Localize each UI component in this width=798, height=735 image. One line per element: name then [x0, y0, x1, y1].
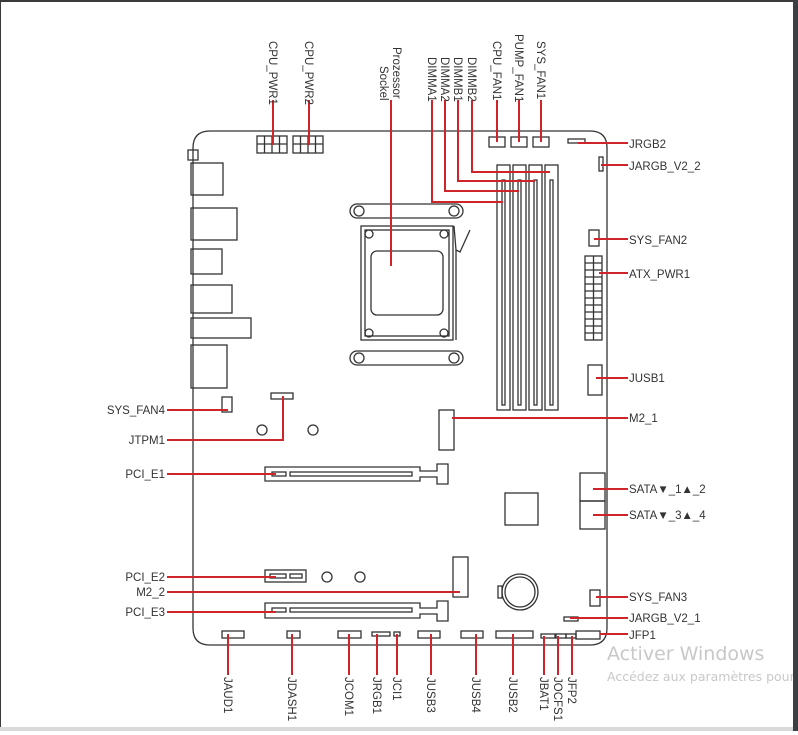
mount-hole — [256, 424, 268, 436]
jaud1-header — [221, 630, 245, 639]
label-sys-fan4: SYS_FAN4 — [107, 405, 166, 417]
label-jcom1: JCOM1 — [342, 677, 354, 716]
label-cpu-pwr2: CPU_PWR2 — [302, 41, 314, 105]
sata-1-2-connector — [579, 472, 606, 502]
activate-windows-subtitle: Accédez aux paramètres pour activer Wind… — [607, 669, 793, 684]
label-dimma2: DIMMA2 — [438, 57, 450, 102]
cpu-socket — [349, 203, 471, 366]
label-dimmb1: DIMMB1 — [451, 57, 463, 102]
jdash1-header — [286, 630, 301, 639]
rear-io-block — [190, 284, 233, 314]
label-pci-e1: PCI_E1 — [125, 469, 165, 481]
left-labels: SYS_FAN4 JTPM1 PCI_E1 PCI_E2 M2_2 PCI_E3 — [107, 405, 166, 619]
jusb1-connector — [587, 364, 603, 396]
label-jusb2: JUSB2 — [506, 677, 518, 713]
label-m2-1: M2_1 — [629, 413, 658, 425]
label-jusb3: JUSB3 — [424, 677, 436, 713]
label-sockel: Sockel — [377, 66, 389, 101]
rear-io-block — [190, 248, 223, 275]
cmos-battery — [497, 573, 539, 611]
label-pci-e3: PCI_E3 — [125, 607, 165, 619]
window-border-top — [0, 0, 798, 2]
label-jargb-v2-1: JARGB_V2_1 — [629, 613, 701, 625]
jbat1-header — [540, 633, 556, 639]
m2-1-slot — [438, 409, 455, 451]
sys-fan4-header — [221, 396, 233, 413]
label-dimmb2: DIMMB2 — [465, 57, 477, 102]
label-sata-1-2: SATA▼_1▲_2 — [629, 484, 706, 496]
label-sys-fan1: SYS_FAN1 — [534, 41, 546, 99]
mount-hole — [307, 424, 319, 436]
right-labels: JRGB2 JARGB_V2_2 SYS_FAN2 ATX_PWR1 JUSB1… — [629, 139, 706, 642]
label-sys-fan3: SYS_FAN3 — [629, 592, 687, 604]
label-sata-3-4: SATA▼_3▲_4 — [629, 510, 706, 522]
jrgb2-header — [567, 138, 586, 144]
chipset — [504, 492, 539, 526]
rear-io-block — [190, 344, 228, 389]
jusb4-header — [460, 630, 484, 639]
leader-lines — [167, 100, 628, 675]
io-notch — [187, 149, 199, 161]
window-border-right — [793, 0, 798, 731]
label-jusb1: JUSB1 — [629, 373, 665, 385]
rear-io-block — [190, 317, 252, 339]
label-jfp2: JFP2 — [565, 677, 577, 704]
activate-windows-title: Activer Windows — [607, 643, 765, 665]
label-prozessor: Prozessor — [390, 47, 402, 99]
label-atx-pwr1: ATX_PWR1 — [629, 269, 690, 281]
dimm-slots — [496, 164, 559, 411]
jfp1-header — [575, 630, 601, 640]
label-jaud1: JAUD1 — [221, 677, 233, 713]
jusb2-header — [495, 630, 534, 639]
label-jargb-v2-2: JARGB_V2_2 — [629, 161, 701, 173]
label-jusb4: JUSB4 — [469, 677, 481, 713]
label-dimma1: DIMMA1 — [425, 57, 437, 102]
label-jrgb1: JRGB1 — [370, 677, 382, 714]
label-jdash1: JDASH1 — [285, 677, 297, 721]
jusb3-header — [417, 630, 441, 639]
window-border-bottom — [0, 727, 793, 731]
label-cpu-pwr1: CPU_PWR1 — [266, 41, 278, 105]
label-cpu-fan1: CPU_FAN1 — [490, 41, 502, 100]
label-jci1: JCI1 — [390, 677, 402, 701]
label-m2-2: M2_2 — [136, 587, 165, 599]
atx-pwr1-connector — [584, 255, 603, 341]
label-sys-fan2: SYS_FAN2 — [629, 235, 687, 247]
label-pump-fan1: PUMP_FAN1 — [512, 34, 524, 102]
label-jtpm1: JTPM1 — [129, 435, 165, 447]
window-border-left — [0, 0, 1, 731]
rear-io-block — [190, 162, 224, 196]
label-jfp1: JFP1 — [629, 630, 656, 642]
bottom-labels: JAUD1 JDASH1 JCOM1 JRGB1 JCI1 JUSB3 JUSB… — [221, 677, 577, 721]
label-jrgb2: JRGB2 — [629, 139, 666, 151]
mount-hole — [354, 571, 366, 583]
label-jocfs1: JOCFS1 — [551, 677, 563, 721]
mount-hole — [321, 571, 333, 583]
pci-e3-slot — [264, 600, 449, 622]
label-pci-e2: PCI_E2 — [125, 572, 165, 584]
jrgb1-header — [371, 631, 391, 637]
m2-2-slot — [452, 556, 469, 598]
pci-e1-slot — [264, 463, 449, 485]
rear-io-block — [190, 207, 238, 241]
label-jbat1: JBAT1 — [537, 677, 549, 711]
board-outline — [192, 130, 608, 646]
top-labels: CPU_PWR1 CPU_PWR2 Prozessor Sockel DIMMA… — [266, 34, 546, 105]
